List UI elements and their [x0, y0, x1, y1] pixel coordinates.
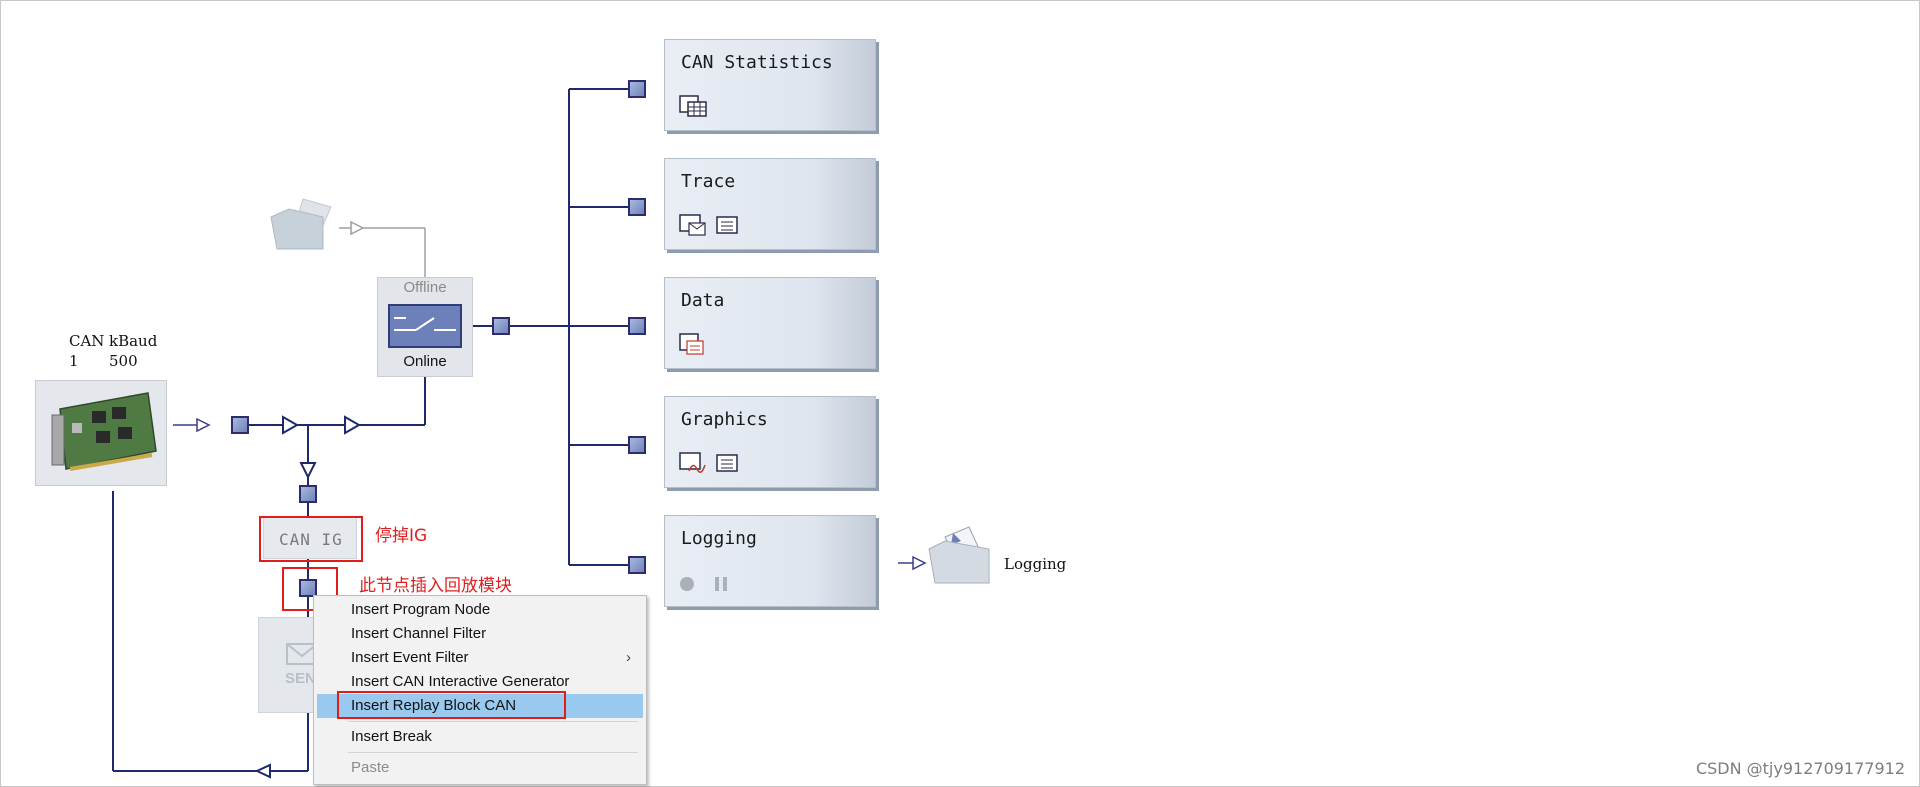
data-window-icon[interactable] — [679, 332, 707, 356]
insert-node-annotation: 此节点插入回放模块 — [359, 576, 512, 596]
bus-node-statistics[interactable] — [628, 80, 646, 98]
stop-ig-annotation: 停掉IG — [375, 526, 428, 546]
menu-item-insert-channel-filter[interactable]: Insert Channel Filter — [351, 625, 487, 642]
menu-item-insert-can-ig[interactable]: Insert CAN Interactive Generator — [351, 673, 570, 690]
can-interactive-generator-block[interactable]: CAN IG — [263, 517, 357, 559]
block-logging[interactable]: Logging — [664, 515, 876, 607]
send-label: SEN — [285, 670, 316, 687]
block-trace[interactable]: Trace — [664, 158, 876, 250]
block-title-data: Data — [681, 290, 725, 311]
send-block[interactable]: SEN — [258, 617, 318, 713]
pause-icon[interactable] — [713, 576, 729, 592]
hw-baud-value: 500 — [109, 352, 138, 370]
menu-separator — [348, 721, 638, 722]
block-graphics[interactable]: Graphics — [664, 396, 876, 488]
submenu-arrow-icon: › — [626, 649, 631, 666]
hw-channel-value: 1 — [69, 352, 79, 370]
context-menu: Insert Program Node Insert Channel Filte… — [313, 595, 647, 785]
bus-node-logging[interactable] — [628, 556, 646, 574]
menu-separator — [348, 752, 638, 753]
trace-window-icon[interactable] — [679, 213, 707, 237]
insert-node-highlight — [282, 567, 338, 611]
stop-ig-highlight — [259, 516, 363, 562]
menu-item-insert-event-filter[interactable]: Insert Event Filter › — [317, 646, 643, 670]
block-can-statistics[interactable]: CAN Statistics — [664, 39, 876, 131]
folder-icon — [270, 198, 332, 250]
logging-sink-label: Logging — [1004, 555, 1067, 573]
bus-node-hw-out[interactable] — [231, 416, 249, 434]
logging-file-sink[interactable] — [927, 523, 995, 585]
menu-item-insert-break[interactable]: Insert Break — [351, 728, 432, 745]
online-label: Online — [403, 353, 447, 370]
block-title-logging: Logging — [681, 528, 757, 549]
logging-folder-icon — [928, 526, 990, 584]
replay-block-highlight — [337, 691, 566, 719]
hw-channel-header: CAN — [69, 332, 105, 350]
can-hardware-block[interactable] — [35, 380, 167, 486]
menu-item-paste: Paste — [351, 759, 390, 776]
bus-node-online-out[interactable] — [492, 317, 510, 335]
bus-node-ig-in[interactable] — [299, 485, 317, 503]
graphics-config-icon[interactable] — [715, 451, 739, 475]
offline-source-folder[interactable] — [269, 195, 335, 251]
block-title-trace: Trace — [681, 171, 736, 192]
block-data[interactable]: Data — [664, 277, 876, 369]
bus-node-replay-insert[interactable] — [299, 579, 317, 597]
hw-baud-header: kBaud — [109, 332, 158, 350]
bus-node-graphics[interactable] — [628, 436, 646, 454]
menu-item-insert-replay-block-can[interactable]: Insert Replay Block CAN — [317, 694, 643, 718]
bus-node-data[interactable] — [628, 317, 646, 335]
can-card-icon — [51, 392, 157, 471]
menu-item-insert-program-node[interactable]: Insert Program Node — [351, 601, 491, 618]
can-ig-label: CAN IG — [279, 530, 343, 549]
offline-online-switch[interactable]: Offline Online — [377, 277, 473, 377]
mode-switch-icon — [388, 304, 462, 348]
trace-config-icon[interactable] — [715, 213, 739, 237]
block-title-statistics: CAN Statistics — [681, 52, 833, 73]
watermark: CSDN @tjy912709177912 — [1695, 759, 1905, 778]
statistics-table-icon[interactable] — [679, 94, 707, 118]
block-title-graphics: Graphics — [681, 409, 768, 430]
graphics-window-icon[interactable] — [679, 451, 707, 475]
offline-label: Offline — [403, 279, 447, 296]
record-icon[interactable] — [679, 576, 695, 592]
bus-node-trace[interactable] — [628, 198, 646, 216]
